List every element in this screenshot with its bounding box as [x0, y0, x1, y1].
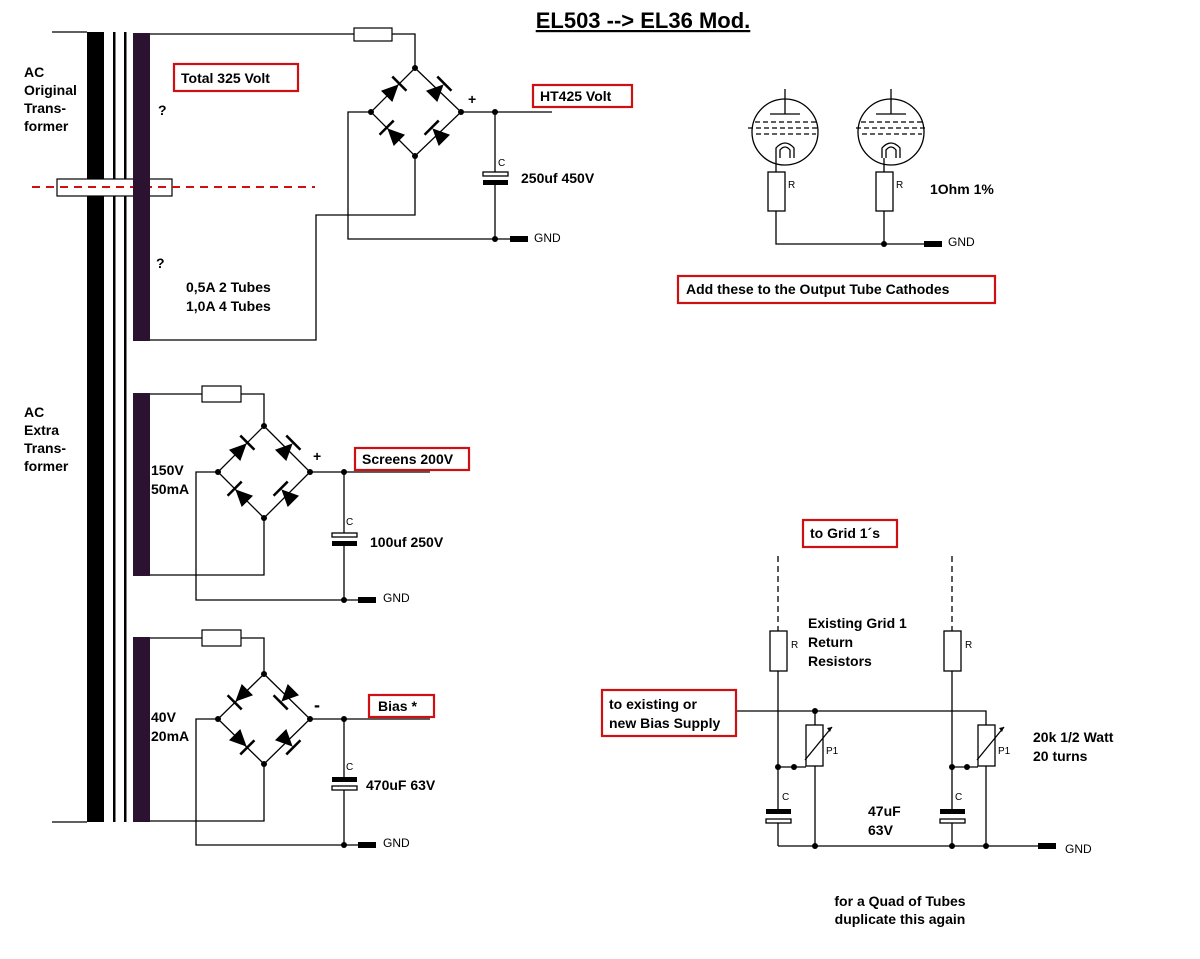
svg-text:40V: 40V [151, 709, 177, 725]
existing-resistors-note: Existing Grid 1 [808, 615, 907, 631]
total-voltage-label: Total 325 Volt [181, 70, 270, 86]
screen-supply: 150V 50mA + Screens 200V C 100uf 250V GN… [133, 385, 471, 605]
svg-text:GND: GND [383, 836, 410, 850]
svg-text:GND: GND [534, 231, 561, 245]
screen-fuse [201, 385, 242, 403]
svg-text:20 turns: 20 turns [1033, 748, 1088, 764]
svg-text:P1: P1 [826, 746, 839, 757]
bias-fuse [201, 629, 242, 647]
svg-text:GND: GND [1065, 842, 1092, 856]
svg-text:+: + [468, 91, 476, 107]
current-note: 0,5A 2 Tubes [186, 279, 271, 295]
svg-text:Trans-: Trans- [24, 100, 66, 116]
transformer-split [32, 178, 315, 197]
cathode-resistor-value: 1Ohm 1% [930, 181, 994, 197]
svg-text:-: - [314, 695, 320, 715]
svg-text:AC: AC [24, 404, 44, 420]
cathode-note: Add these to the Output Tube Cathodes [686, 281, 950, 297]
output-tube-symbol [856, 89, 926, 166]
svg-text:150V: 150V [151, 462, 184, 478]
pot-value: 20k 1/2 Watt [1033, 729, 1114, 745]
svg-text:P1: P1 [998, 746, 1011, 757]
svg-text:+: + [313, 448, 321, 464]
svg-text:C: C [782, 792, 789, 803]
bias-secondary-winding [133, 637, 150, 822]
svg-text:Original: Original [24, 82, 77, 98]
svg-text:R: R [896, 180, 903, 191]
quad-note: for a Quad of Tubes [834, 893, 965, 909]
ht-output-label: HT425 Volt [540, 88, 612, 104]
svg-text:Extra: Extra [24, 422, 59, 438]
svg-text:Resistors: Resistors [808, 653, 872, 669]
output-tube-symbol [748, 89, 820, 166]
svg-text:Return: Return [808, 634, 853, 650]
to-grid-label: to Grid 1´s [810, 525, 880, 541]
svg-text:R: R [788, 180, 795, 191]
svg-text:new Bias Supply: new Bias Supply [609, 715, 720, 731]
svg-text:R: R [791, 640, 798, 651]
svg-text:50mA: 50mA [151, 481, 189, 497]
transformer-original-label: AC Original Trans- former [24, 64, 77, 134]
svg-text:63V: 63V [868, 822, 894, 838]
svg-text:20mA: 20mA [151, 728, 189, 744]
svg-text:C: C [346, 517, 353, 528]
svg-text:C: C [498, 158, 505, 169]
bias-supply: 40V 20mA - Bias * C 470uF 63V GND [133, 629, 436, 850]
screen-cap-value: 100uf 250V [370, 534, 444, 550]
svg-text:duplicate this again: duplicate this again [835, 911, 966, 927]
svg-text:C: C [955, 792, 962, 803]
svg-text:former: former [24, 458, 69, 474]
bias-cap-value: 470uF 63V [366, 777, 436, 793]
grid-bias-section: to Grid 1´s R R Existing Grid 1 Return R… [600, 518, 1114, 927]
bias-supply-note: to existing or [609, 696, 697, 712]
svg-text:former: former [24, 118, 69, 134]
svg-text:Trans-: Trans- [24, 440, 66, 456]
diagram-title: EL503 --> EL36 Mod. [536, 8, 751, 33]
cathode-section: R R 1Ohm 1% GND Add these to the Output … [676, 89, 997, 305]
ht-cap-value: 250uf 450V [521, 170, 595, 186]
screens-output-label: Screens 200V [362, 451, 454, 467]
transformer-cores [52, 31, 127, 823]
svg-text:?: ? [158, 102, 167, 118]
screen-secondary-winding [133, 393, 150, 576]
svg-text:R: R [965, 640, 972, 651]
svg-text:?: ? [156, 255, 165, 271]
svg-text:C: C [346, 762, 353, 773]
bias-output-label: Bias * [378, 698, 417, 714]
svg-text:GND: GND [383, 591, 410, 605]
ht-secondary-winding [133, 33, 150, 341]
transformer-extra-label: AC Extra Trans- former [24, 404, 69, 474]
svg-text:1,0A 4 Tubes: 1,0A 4 Tubes [186, 298, 271, 314]
grid-cap-value: 47uF [868, 803, 901, 819]
ht-supply: Total 325 Volt ? ? 0,5A 2 Tubes 1,0A 4 T… [133, 27, 634, 341]
svg-text:AC: AC [24, 64, 44, 80]
ht-fuse [353, 27, 393, 42]
svg-text:GND: GND [948, 235, 975, 249]
